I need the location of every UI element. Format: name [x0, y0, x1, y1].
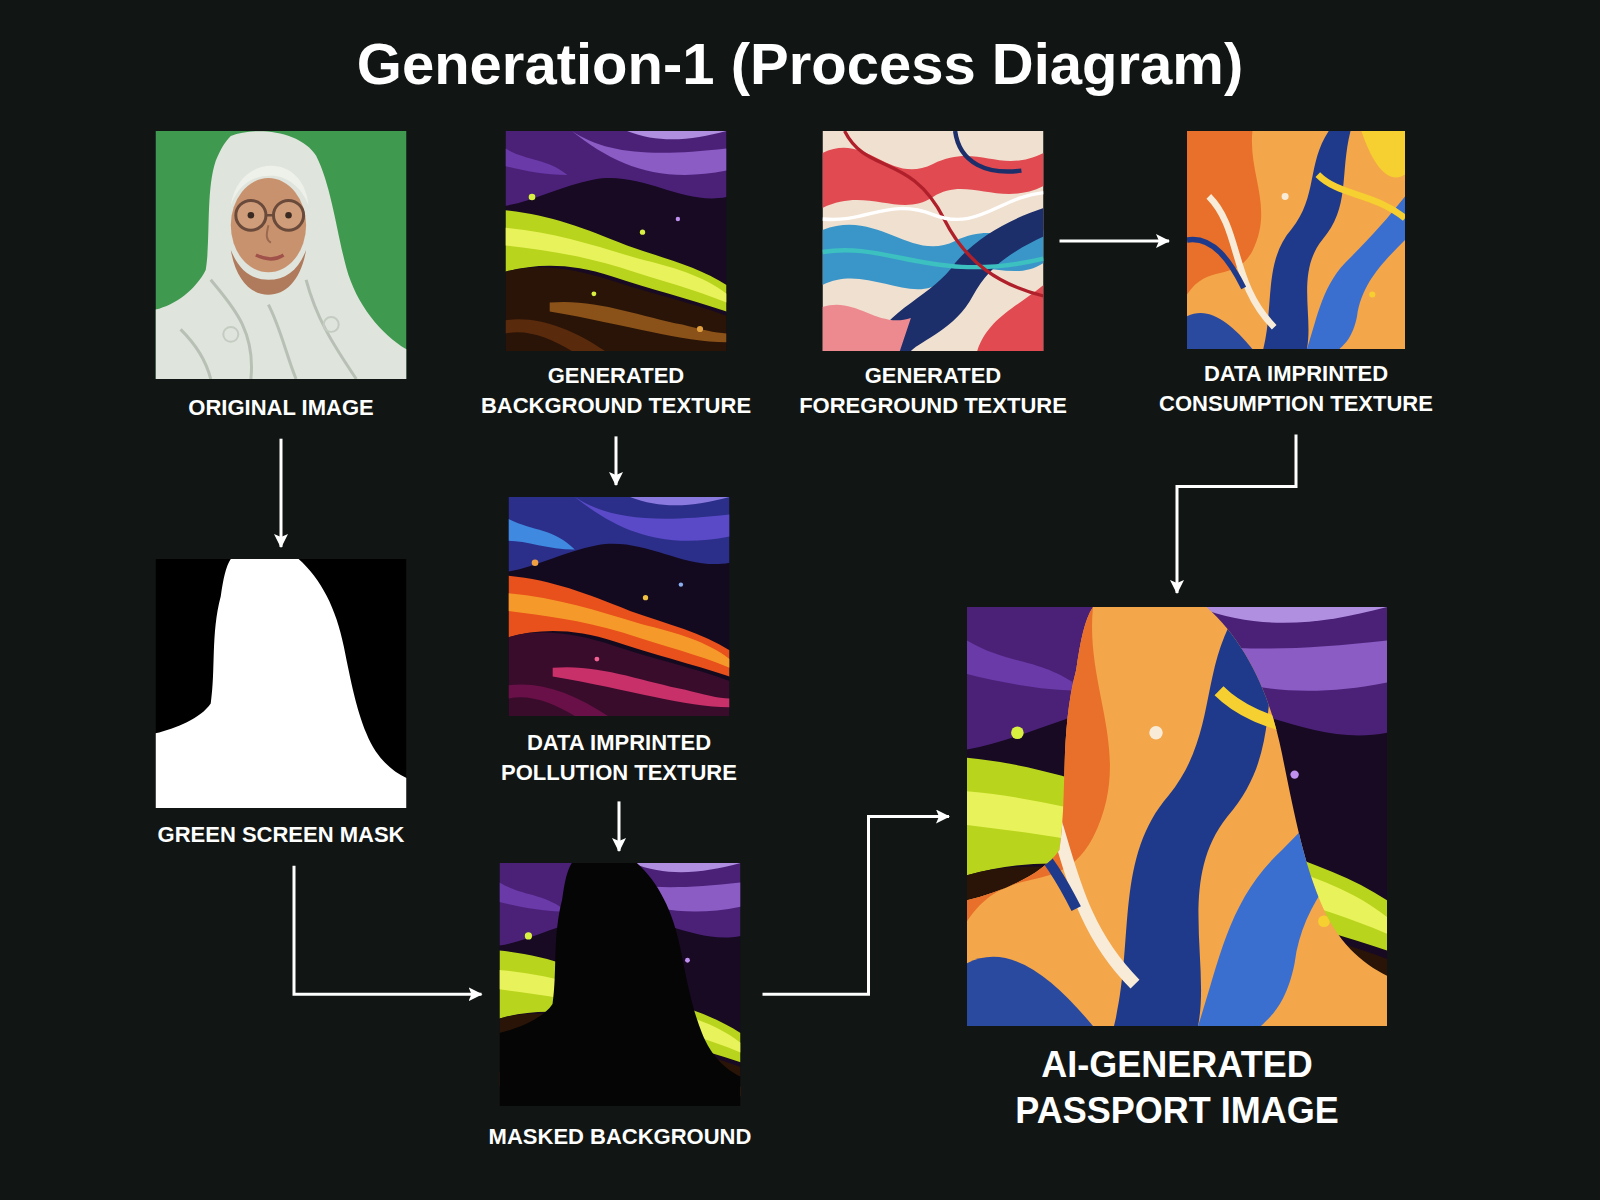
image-node: GENERATED BACKGROUND TEXTURE	[471, 131, 761, 420]
node-label: MASKED BACKGROUND	[470, 1122, 770, 1152]
image-node: DATA IMPRINTED POLLUTION TEXTURE	[474, 497, 764, 787]
flow-arrow	[615, 436, 618, 485]
node-label: GENERATED FOREGROUND TEXTURE	[788, 361, 1078, 420]
flow-arrow	[618, 801, 621, 851]
passport-image	[967, 607, 1387, 1026]
flow-arrow	[763, 817, 950, 995]
node-label: DATA IMPRINTED POLLUTION TEXTURE	[474, 728, 764, 787]
node-label: ORIGINAL IMAGE	[136, 393, 426, 423]
image-node: MASKED BACKGROUND	[470, 863, 770, 1152]
image-node: DATA IMPRINTED CONSUMPTION TEXTURE	[1146, 131, 1446, 418]
image-node: ORIGINAL IMAGE	[136, 131, 426, 423]
image-node: GENERATED FOREGROUND TEXTURE	[788, 131, 1078, 420]
portrait-photo	[156, 131, 407, 379]
flow-arrow	[1060, 240, 1170, 243]
node-label: GREEN SCREEN MASK	[136, 820, 426, 850]
flow-arrow	[280, 439, 283, 547]
node-label: DATA IMPRINTED CONSUMPTION TEXTURE	[1146, 359, 1446, 418]
node-label: GENERATED BACKGROUND TEXTURE	[471, 361, 761, 420]
green-screen-mask	[156, 559, 407, 808]
pollution-texture	[509, 497, 730, 716]
node-label: AI-GENERATED PASSPORT IMAGE	[967, 1042, 1387, 1134]
flow-arrow	[294, 866, 482, 995]
consumption-texture	[1187, 131, 1405, 349]
image-node: AI-GENERATED PASSPORT IMAGE	[967, 607, 1387, 1134]
diagram-title: Generation-1 (Process Diagram)	[0, 28, 1600, 100]
foreground-texture	[823, 131, 1044, 351]
image-node: GREEN SCREEN MASK	[136, 559, 426, 850]
flow-arrow	[1177, 434, 1296, 593]
background-texture	[506, 131, 727, 351]
masked-background	[500, 863, 741, 1106]
